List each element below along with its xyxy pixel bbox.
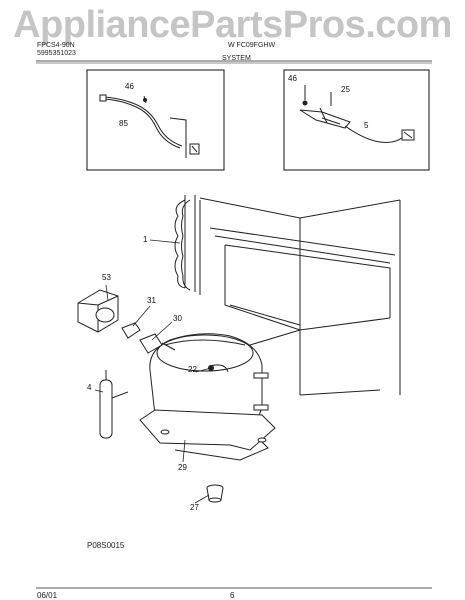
leader-lines xyxy=(94,239,212,504)
header-model-variant: W FC09FGHW xyxy=(228,42,276,49)
label-part-29: 29 xyxy=(178,463,187,472)
label-part-1: 1 xyxy=(143,235,148,244)
inset-box-left xyxy=(86,69,225,171)
compressor-drawing xyxy=(139,333,276,461)
label-part-53: 53 xyxy=(102,273,111,282)
label-part-46-left: 46 xyxy=(125,82,134,91)
power-cord-assembly-drawing xyxy=(99,94,200,158)
thermostat-harness-drawing xyxy=(299,85,415,143)
watermark-logo: AppliancePartsPros.com xyxy=(13,4,452,46)
label-part-31: 31 xyxy=(147,296,156,305)
header-model-code: FPCS4-90N xyxy=(37,42,75,49)
label-part-4: 4 xyxy=(87,383,92,392)
label-part-85: 85 xyxy=(119,119,128,128)
relay-overload-parts xyxy=(77,289,176,354)
condenser-coil xyxy=(174,195,201,295)
label-part-25: 25 xyxy=(341,85,350,94)
inset-box-right xyxy=(283,69,430,171)
label-part-22: 22 xyxy=(188,365,197,374)
grommet-drawing xyxy=(206,484,224,503)
label-part-46-right: 46 xyxy=(288,74,297,83)
section-title: SYSTEM xyxy=(222,55,251,62)
label-part-27: 27 xyxy=(190,503,199,512)
label-part-30: 30 xyxy=(173,314,182,323)
header-part-number: 5995351023 xyxy=(37,50,76,57)
diagram-code: P08S0015 xyxy=(87,541,125,550)
footer-page-number: 6 xyxy=(230,591,235,600)
refrigerator-cabinet xyxy=(199,197,401,396)
filter-dryer-drawing xyxy=(99,370,129,439)
label-part-5: 5 xyxy=(364,121,369,130)
footer-date: 06/01 xyxy=(37,591,58,600)
